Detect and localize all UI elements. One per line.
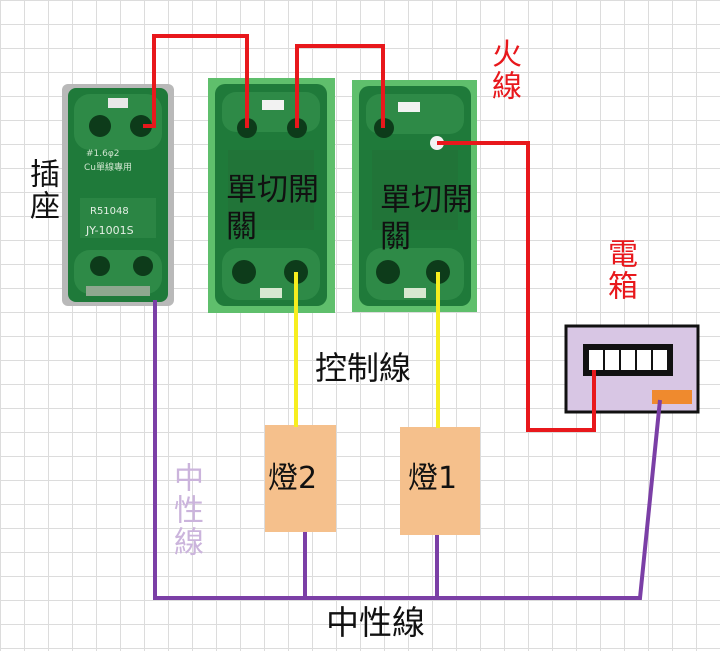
box-tag [652,390,692,404]
live-wire [143,34,596,432]
lamp-2-icon [265,425,336,532]
outlet-print-2: Cu單線專用 [84,163,132,173]
outlet-label: 插座 [24,158,59,222]
control-wire [294,272,440,428]
lamp-1-icon [400,427,480,535]
live-wire-label: 火線 [486,38,521,102]
neutral-wire-label: 中性線 [326,603,425,642]
outlet-print-4: JY-1001S [86,224,134,237]
switch-b-label: 單切開關 [380,182,473,256]
neutral-wire [153,300,662,600]
outlet-print-1: #1.6φ2 [86,149,120,159]
lamp-1-label: 燈1 [408,461,458,496]
breaker-box-label: 電箱 [602,238,637,302]
neutral-wire-faint-label: 中性線 [168,462,203,558]
outlet-print-3: R51048 [90,206,129,217]
switch-b-icon [359,86,471,306]
control-wire-label: 控制線 [315,349,412,387]
switch-a-label: 單切開關 [226,172,319,246]
lamp-2-label: 燈2 [268,461,318,496]
breaker-box-icon [564,324,700,414]
outlet-icon [62,84,174,306]
